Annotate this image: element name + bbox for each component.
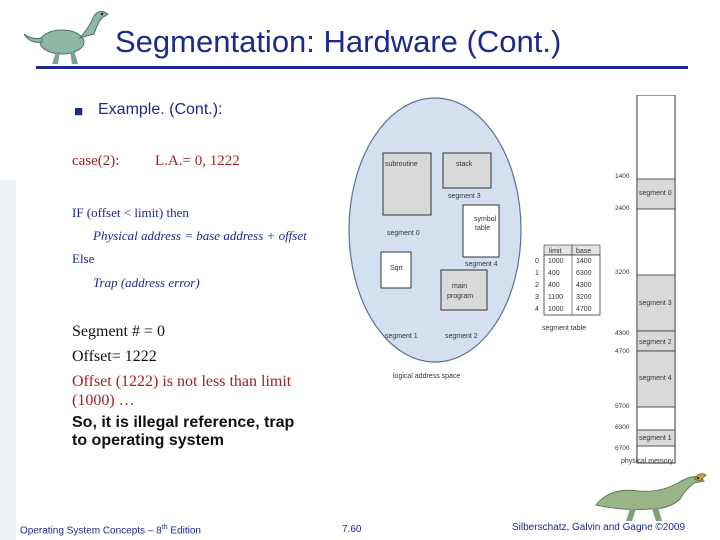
footer-authors: Silberschatz, Galvin and Gagne ©2009 xyxy=(512,522,686,533)
segment-table-limit-1: 400 xyxy=(548,270,560,277)
bullet-square-icon: ■ xyxy=(74,103,84,120)
segment-subroutine xyxy=(382,152,432,216)
segment-table-index-1: 1 xyxy=(535,270,539,277)
phys-address-1400: 1400 xyxy=(615,173,630,180)
label-segment-0: segment 0 xyxy=(387,230,420,237)
segment-table-limit-2: 400 xyxy=(548,282,560,289)
phys-address-3200: 3200 xyxy=(615,269,630,276)
phys-label-segment-0: segment 0 xyxy=(639,190,672,197)
segment-table-col-limit: limit xyxy=(549,248,561,255)
offset-line: Offset= 1222 xyxy=(72,348,157,365)
label-sqrt: Sqrt xyxy=(390,265,403,272)
phys-address-4300: 4300 xyxy=(615,330,630,337)
title-underline xyxy=(36,66,688,69)
segment-number-line: Segment # = 0 xyxy=(72,323,166,340)
segment-stack xyxy=(442,152,492,189)
bullet-heading: Example. (Cont.): xyxy=(98,101,223,118)
label-symbol: symbol xyxy=(474,216,497,223)
left-decor-strip xyxy=(0,180,16,540)
phys-address-2400: 2400 xyxy=(615,205,630,212)
case-label: case(2): xyxy=(72,153,120,169)
segment-sqrt xyxy=(380,251,412,289)
phys-address-5700: 5700 xyxy=(615,403,630,410)
footer-book-title-sup: th xyxy=(161,524,168,531)
segment-table-base-4: 4700 xyxy=(576,306,592,313)
page-title: Segmentation: Hardware (Cont.) xyxy=(115,24,562,59)
code-trap-line: Trap (address error) xyxy=(93,275,200,290)
label-subroutine: subroutine xyxy=(385,161,418,168)
footer-book-title-text: Operating System Concepts – 8 xyxy=(20,525,162,537)
segment-table-index-4: 4 xyxy=(535,306,539,313)
phys-label-segment-4: segment 4 xyxy=(639,375,672,382)
phys-label-segment-2: segment 2 xyxy=(639,339,672,346)
segment-table-limit-0: 1000 xyxy=(548,258,564,265)
dinosaur-logo-top-icon xyxy=(23,11,109,64)
segment-table-base-3: 3200 xyxy=(576,294,592,301)
segment-table-index-3: 3 xyxy=(535,294,539,301)
segment-main-program xyxy=(440,269,488,311)
footer-book-title: Operating System Concepts – 8th Edition xyxy=(20,524,201,536)
phys-segment-4 xyxy=(636,350,676,408)
segmentation-diagram: subroutine stack segment 3 symbol table … xyxy=(348,95,676,465)
segment-table-limit-4: 1000 xyxy=(548,306,564,313)
code-if-line: IF (offset < limit) then xyxy=(72,205,189,220)
logical-address-label: L.A.= 0, 1222 xyxy=(155,153,240,169)
code-else-line: Else xyxy=(72,251,95,266)
label-segment-2: segment 2 xyxy=(445,333,478,340)
phys-address-6700: 6700 xyxy=(615,445,630,452)
label-main: main xyxy=(452,283,467,290)
label-segment-3: segment 3 xyxy=(448,193,481,200)
phys-label-segment-1: segment 1 xyxy=(639,435,672,442)
segment-table-index-2: 2 xyxy=(535,282,539,289)
physical-memory-caption: physical memory xyxy=(621,458,674,465)
phys-segment-3 xyxy=(636,274,676,332)
conclusion-line-2: to operating system xyxy=(72,432,225,449)
segment-table-base-0: 1400 xyxy=(576,258,592,265)
phys-segment-0 xyxy=(636,178,676,210)
comparison-line-1: Offset (1222) is not less than limit xyxy=(72,373,292,390)
label-program: program xyxy=(447,293,473,300)
segment-table-caption: segment table xyxy=(542,325,586,332)
segment-table-index-0: 0 xyxy=(535,258,539,265)
segment-table-limit-3: 1100 xyxy=(548,294,563,301)
phys-segment-1 xyxy=(636,429,676,447)
phys-address-4700: 4700 xyxy=(615,348,630,355)
code-physical-line: Physical address = base address + offset xyxy=(93,228,307,243)
segment-symbol-table xyxy=(462,204,500,258)
dinosaur-logo-bottom-icon xyxy=(595,473,707,521)
segment-table-base-2: 4300 xyxy=(576,282,592,289)
segment-table-base-1: 6300 xyxy=(576,270,592,277)
conclusion-line-1: So, it is illegal reference, trap xyxy=(72,414,295,431)
footer-page-number: 7.60 xyxy=(342,524,362,535)
segment-table-col-base: base xyxy=(576,248,591,255)
footer-book-title-suffix: Edition xyxy=(167,525,201,537)
phys-address-6300: 6300 xyxy=(615,424,630,431)
label-table: table xyxy=(475,225,490,232)
label-segment-4: segment 4 xyxy=(465,261,498,268)
label-stack: stack xyxy=(456,161,473,168)
comparison-line-2: (1000) … xyxy=(72,392,135,409)
phys-label-segment-3: segment 3 xyxy=(639,300,672,307)
label-segment-1: segment 1 xyxy=(385,333,418,340)
logical-space-caption: logical address space xyxy=(393,373,460,380)
